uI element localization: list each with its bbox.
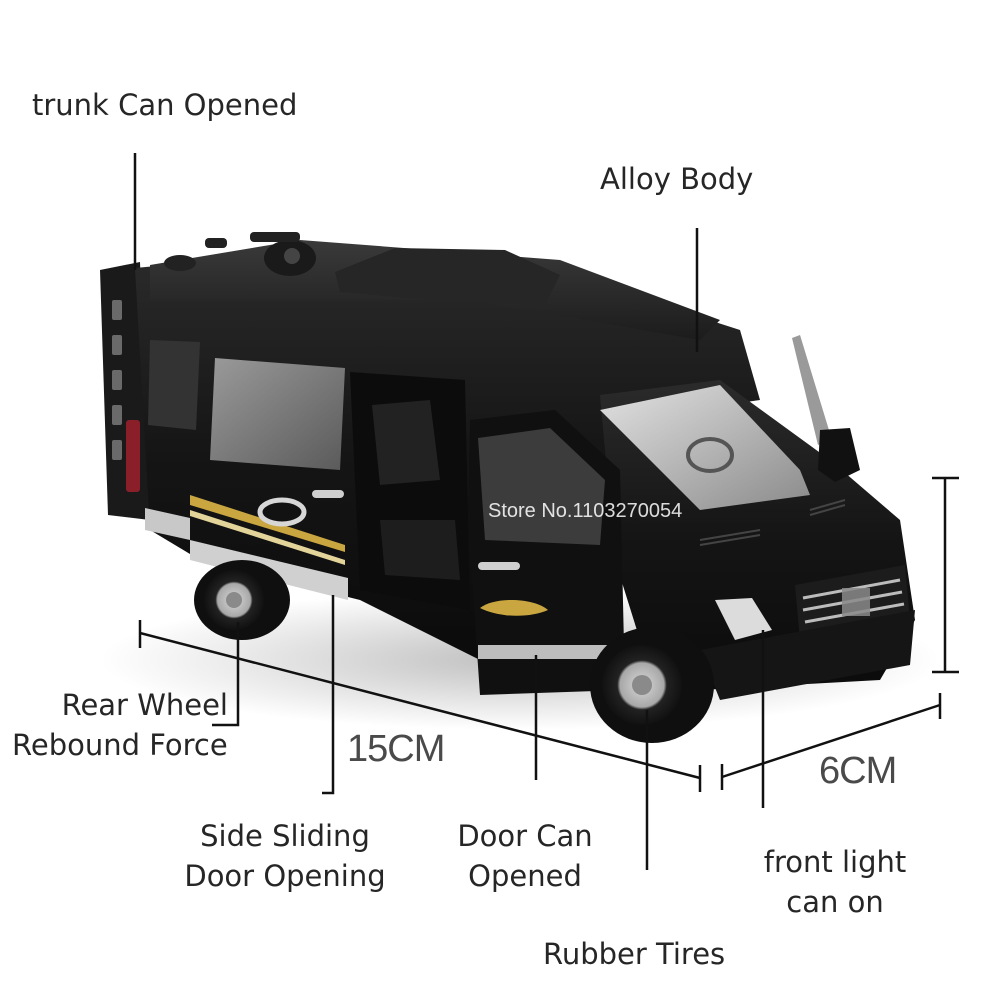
- label-side-door-line2: Door Opening: [184, 859, 386, 893]
- store-watermark: Store No.11032700​54: [488, 500, 683, 522]
- label-front-light-line2: can on: [786, 885, 884, 919]
- label-side-door-line1: Side Sliding: [200, 819, 370, 853]
- dimension-width: 6CM: [819, 750, 897, 792]
- label-rear-wheel-line1: Rear Wheel: [61, 688, 228, 722]
- label-rubber-tires: Rubber Tires: [543, 937, 726, 971]
- dimension-length: 15CM: [347, 728, 445, 770]
- label-door-line1: Door Can: [457, 819, 593, 853]
- label-trunk: trunk Can Opened: [32, 88, 298, 122]
- label-front-light-line1: front light: [763, 845, 907, 879]
- label-rear-wheel-line2: Rebound Force: [12, 728, 228, 762]
- label-door-line2: Opened: [468, 859, 582, 893]
- label-alloy-body: Alloy Body: [600, 162, 754, 196]
